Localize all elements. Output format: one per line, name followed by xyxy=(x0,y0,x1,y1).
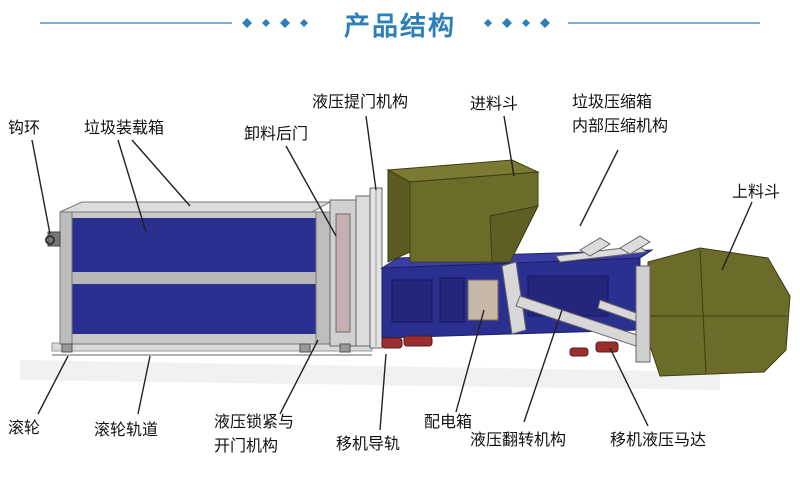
ground-shadow xyxy=(20,360,720,390)
label-rear-door: 卸料后门 xyxy=(244,124,309,143)
label-garbage-box: 垃圾装载箱 xyxy=(84,118,165,137)
feed-hopper xyxy=(386,159,540,263)
page-title: 产品结构 xyxy=(343,12,456,42)
roller-track xyxy=(51,342,373,356)
label-lock-open-line1: 液压锁紧与 xyxy=(214,412,295,431)
garbage-box xyxy=(59,201,332,345)
leader-lines xyxy=(31,115,753,431)
label-electric-box: 配电箱 xyxy=(424,412,473,431)
label-lock-open-line2: 开门机构 xyxy=(214,436,279,455)
label-feed-hopper: 进料斗 xyxy=(470,94,519,113)
compression-mechanism xyxy=(555,235,651,263)
label-flip-mechanism: 液压翻转机构 xyxy=(470,430,567,449)
label-lock-open: 液压锁紧与 开门机构 xyxy=(214,410,294,458)
hydraulic-lift-door xyxy=(369,187,383,349)
label-compression-box-line2: 内部压缩机构 xyxy=(572,116,669,135)
label-compression-box: 垃圾压缩箱 内部压缩机构 xyxy=(572,90,668,138)
upper-hopper xyxy=(635,247,791,377)
label-compression-box-line1: 垃圾压缩箱 xyxy=(572,92,653,111)
move-rail xyxy=(381,335,619,357)
label-roller-track: 滚轮轨道 xyxy=(94,420,159,439)
hook-ring xyxy=(45,231,61,247)
label-hydraulic-lift-door: 液压提门机构 xyxy=(312,92,409,111)
header-divider xyxy=(40,18,760,28)
label-move-motor: 移机液压马达 xyxy=(610,430,707,449)
label-roller: 滚轮 xyxy=(8,418,41,437)
rollers xyxy=(61,343,351,353)
label-hook-ring: 钩环 xyxy=(8,118,41,137)
label-upper-hopper: 上料斗 xyxy=(732,182,781,201)
label-move-rail: 移机导轨 xyxy=(336,434,401,453)
